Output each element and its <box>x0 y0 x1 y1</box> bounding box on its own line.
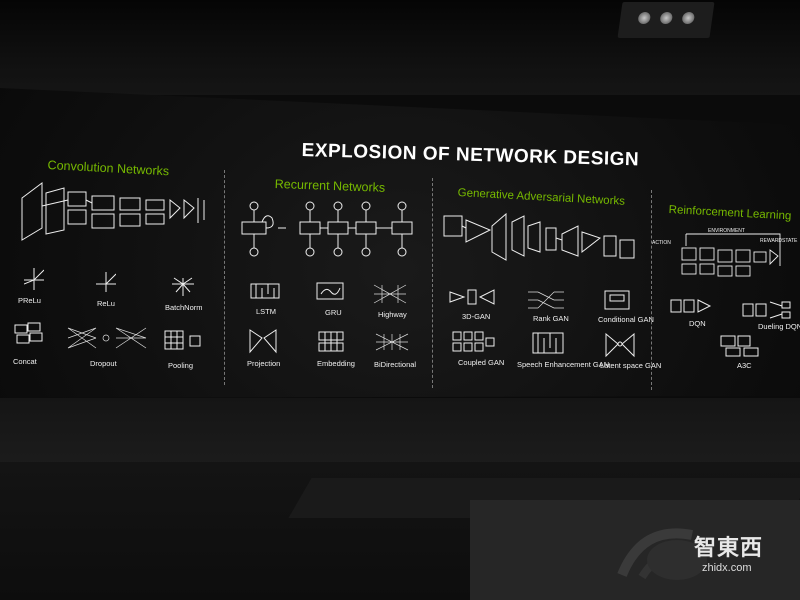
label-highway: Highway <box>378 310 407 319</box>
concat-icon <box>14 322 46 348</box>
ceiling <box>0 0 800 95</box>
label-projection: Projection <box>247 359 281 368</box>
dropout-icon <box>66 324 148 352</box>
label-dueling-dqn: Dueling DQN <box>758 322 800 331</box>
label-reward: REWARD <box>760 238 783 244</box>
pooling-icon <box>164 330 202 350</box>
conditional-gan-icon <box>604 290 632 312</box>
label-concat: Concat <box>13 357 37 366</box>
section-title-reinforcement: Reinforcement Learning <box>668 204 792 223</box>
dueling-dqn-icon <box>742 298 792 322</box>
stage-wall <box>0 398 800 468</box>
label-3d-gan: 3D-GAN <box>462 312 491 321</box>
section-divider <box>651 190 652 390</box>
rnn-diagram <box>232 200 422 262</box>
label-lstm: LSTM <box>256 307 277 316</box>
section-title-convolution: Convolution Networks <box>47 158 170 179</box>
highway-icon <box>372 283 408 305</box>
dqn-icon <box>670 296 714 316</box>
label-state: STATE <box>782 238 798 244</box>
label-a3c: A3C <box>737 361 752 370</box>
label-pooling: Pooling <box>168 361 194 370</box>
label-prelu: PReLu <box>18 296 41 305</box>
relu-icon <box>96 272 116 292</box>
label-rank-gan: Rank GAN <box>533 314 569 323</box>
label-embedding: Embedding <box>317 359 355 368</box>
section-title-gan: Generative Adversarial Networks <box>457 187 626 208</box>
section-divider <box>224 170 225 385</box>
section-divider <box>432 178 433 388</box>
label-dropout: Dropout <box>90 359 117 368</box>
label-speech-enhancement-gan: Speech Enhancement GAN <box>517 360 610 369</box>
bidirectional-icon <box>374 330 410 354</box>
slide-title: EXPLOSION OF NETWORK DESIGN <box>301 140 640 171</box>
gan-diagram <box>442 208 642 270</box>
convnet-diagram <box>20 178 210 248</box>
speech-enhancement-gan-icon <box>532 332 566 356</box>
batchnorm-icon <box>172 276 194 296</box>
label-conditional-gan: Conditional GAN <box>598 315 654 324</box>
stage-logo-icon <box>612 515 732 585</box>
rank-gan-icon <box>526 288 566 312</box>
latent-space-gan-icon <box>604 332 636 358</box>
embedding-icon <box>318 330 346 354</box>
label-coupled-gan: Coupled GAN <box>458 358 505 367</box>
label-bidirectional: BiDirectional <box>374 360 417 369</box>
projection-icon <box>248 328 278 354</box>
lstm-icon <box>250 280 282 300</box>
label-relu: ReLu <box>97 299 115 308</box>
coupled-gan-icon <box>452 330 498 354</box>
label-latent-space-gan: Latent space GAN <box>600 361 662 370</box>
3d-gan-icon <box>448 286 496 308</box>
a3c-icon <box>720 334 764 358</box>
section-title-recurrent: Recurrent Networks <box>274 177 386 195</box>
label-environment: ENVIRONMENT <box>708 228 745 234</box>
watermark-en: zhidx.com <box>702 562 752 574</box>
gru-icon <box>316 282 346 302</box>
label-dqn: DQN <box>689 319 706 328</box>
watermark-cn: 智東西 <box>694 535 764 560</box>
prelu-icon <box>24 268 44 290</box>
ceiling-light <box>617 2 715 38</box>
label-action: ACTION <box>652 240 671 246</box>
label-batchnorm: BatchNorm <box>165 303 203 312</box>
rl-diagram <box>672 226 797 288</box>
watermark: 智東西 zhidx.com <box>694 530 763 574</box>
label-gru: GRU <box>325 308 342 317</box>
